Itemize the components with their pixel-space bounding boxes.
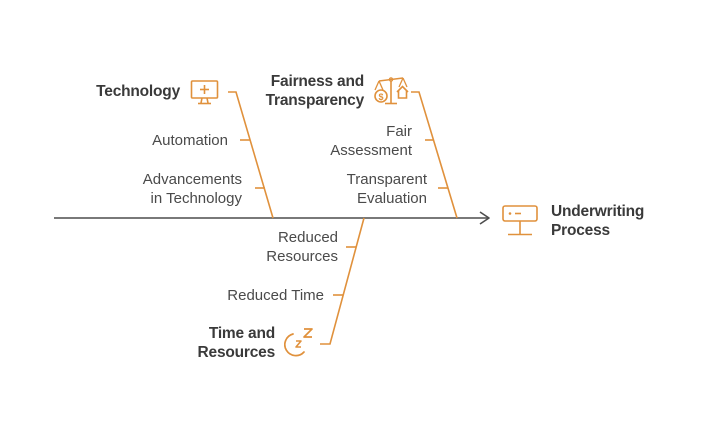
sleep-moon-icon	[284, 328, 313, 357]
monitor-plus-icon	[190, 80, 219, 105]
scales-icon: $	[374, 77, 409, 105]
category-time-label: Time and Resources	[197, 325, 276, 361]
svg-text:$: $	[378, 92, 383, 102]
monitor-stand-icon	[502, 205, 538, 236]
cause-advancements-in-technology: Advancements in Technology	[142, 171, 242, 207]
spine-arrowhead	[479, 211, 490, 225]
category-technology-label: Technology	[96, 83, 180, 100]
cause-reduced-time: Reduced Time	[227, 287, 324, 304]
bone-fairness	[411, 91, 458, 219]
category-fairness-label: Fairness and Transparency	[265, 73, 365, 109]
effect-underwriting-process-label: Underwriting Process	[551, 203, 645, 239]
bone-time	[320, 217, 365, 345]
cause-fair-assessment: Fair Assessment	[330, 123, 412, 159]
cause-transparent-evaluation: Transparent Evaluation	[346, 171, 427, 207]
cause-reduced-resources: Reduced Resources	[266, 229, 338, 265]
bone-technology	[228, 91, 274, 219]
cause-automation: Automation	[152, 132, 228, 149]
